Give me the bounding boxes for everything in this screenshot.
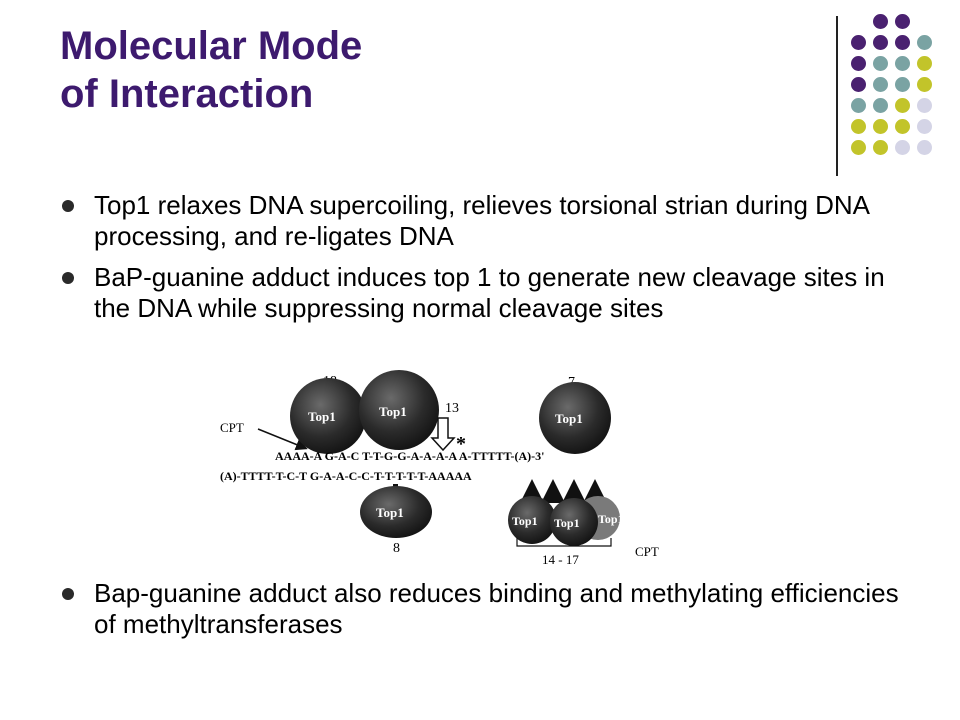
dot xyxy=(851,119,866,134)
top1-protein-cluster-1 xyxy=(508,496,556,544)
dot xyxy=(873,119,888,134)
top1-label: Top1 xyxy=(308,409,336,424)
top1-dna-cleavage-diagram: 18 15 13 7 8 CPT Top1 Top1 Top1 * AAAA-A… xyxy=(220,370,659,567)
cpt-label-left: CPT xyxy=(220,420,244,435)
dot xyxy=(895,98,910,113)
site-label-8: 8 xyxy=(393,541,400,556)
dot xyxy=(917,35,932,50)
site-range-label: 14 - 17 xyxy=(542,552,579,567)
dot xyxy=(917,140,932,155)
top1-label: Top1 xyxy=(555,411,583,426)
title-line-1: Molecular Mode xyxy=(60,24,363,68)
bullet-item: Top1 relaxes DNA supercoiling, relieves … xyxy=(60,190,900,252)
dot xyxy=(851,140,866,155)
dot xyxy=(895,35,910,50)
dot xyxy=(917,56,932,71)
range-bracket xyxy=(516,538,612,547)
bullet-list: Top1 relaxes DNA supercoiling, relieves … xyxy=(60,190,900,334)
dot xyxy=(917,119,932,134)
dot xyxy=(895,56,910,71)
adduct-star: * xyxy=(456,433,466,455)
cpt-arrow xyxy=(257,428,308,451)
dot xyxy=(851,98,866,113)
dot xyxy=(851,35,866,50)
dot xyxy=(895,119,910,134)
top1-protein-15 xyxy=(359,370,439,450)
bullet-list-bottom: Bap-guanine adduct also reduces binding … xyxy=(60,578,900,650)
dot xyxy=(895,14,910,29)
dot xyxy=(873,77,888,92)
cpt-label-right: CPT xyxy=(635,544,659,559)
dna-top-strand: AAAA-A G-A-C T-T-G-G-A-A-A-A A-TTTTT-(A)… xyxy=(275,449,544,463)
top1-label: Top1 xyxy=(512,514,538,528)
dot xyxy=(873,14,888,29)
title-line-2: of Interaction xyxy=(60,72,314,116)
dot xyxy=(895,140,910,155)
dot xyxy=(873,98,888,113)
decorative-divider xyxy=(836,16,838,176)
adduct-arrow-icon xyxy=(430,417,456,452)
decorative-dot-grid xyxy=(845,10,955,160)
dot xyxy=(873,56,888,71)
dna-bottom-strand: (A)-TTTT-T-C-T G-A-A-C-C-T-T-T-T-T-AAAAA xyxy=(220,469,472,483)
top1-protein-7 xyxy=(539,382,611,454)
top1-protein-8 xyxy=(360,486,432,538)
dot xyxy=(917,77,932,92)
top1-label: Top1 xyxy=(376,505,404,520)
dot xyxy=(873,140,888,155)
top1-protein-cluster-2 xyxy=(550,498,598,546)
dot xyxy=(917,98,932,113)
dot xyxy=(851,77,866,92)
slide-title: Molecular Mode of Interaction xyxy=(60,22,800,118)
dot xyxy=(895,77,910,92)
dot xyxy=(851,56,866,71)
dot xyxy=(873,35,888,50)
site-label-13: 13 xyxy=(445,401,459,416)
bullet-item: BaP-guanine adduct induces top 1 to gene… xyxy=(60,262,900,324)
top1-label: Top1 xyxy=(379,404,407,419)
top1-label: Top1 xyxy=(554,516,580,530)
bullet-item: Bap-guanine adduct also reduces binding … xyxy=(60,578,900,640)
top1-label: Top1 xyxy=(598,512,624,526)
top1-protein-18 xyxy=(290,378,366,454)
